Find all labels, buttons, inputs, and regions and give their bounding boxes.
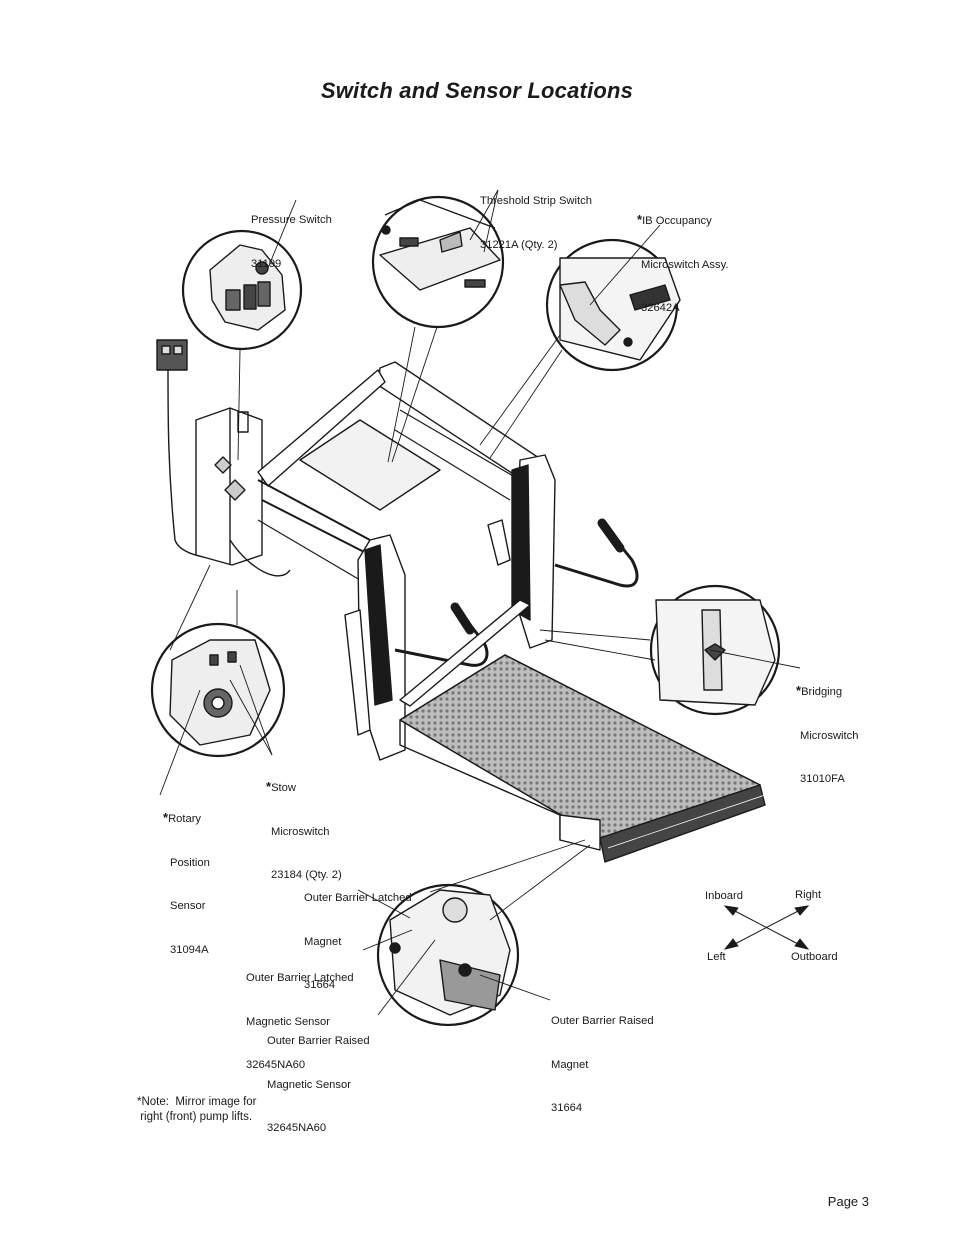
callout-bridging-microswitch: *Bridging Microswitch 31010FA xyxy=(796,683,859,785)
compass-outboard-label: Outboard xyxy=(791,951,838,963)
callout-ob-latched-magnet: Outer Barrier Latched Magnet 31664 xyxy=(304,892,412,991)
callout-ob-raised-sensor: Outer Barrier Raised Magnetic Sensor 326… xyxy=(267,1035,370,1134)
compass-left-label: Left xyxy=(707,951,726,963)
platform xyxy=(399,599,766,863)
callout-threshold-strip-switch: Threshold Strip Switch 31221A (Qty. 2) xyxy=(480,195,592,251)
compass-right-label: Right xyxy=(795,889,822,901)
asterisk-mark: * xyxy=(637,212,643,227)
callout-ib-occupancy: *IB Occupancy Microswitch Assy. 32642A xyxy=(637,212,729,314)
callout-rotary-position-sensor: *Rotary Position Sensor 31094A xyxy=(163,810,210,956)
lift-upper-frame xyxy=(257,361,549,581)
detail-rotary-stow xyxy=(150,622,286,758)
asterisk-mark: * xyxy=(163,810,169,825)
leader-lines xyxy=(159,189,810,1016)
mirror-image-note: *Note: Mirror image for right (front) pu… xyxy=(137,1096,257,1123)
detail-ib-occupancy xyxy=(545,238,681,372)
pump-module xyxy=(195,407,291,577)
page-number: Page 3 xyxy=(827,1194,869,1209)
compass-inboard-label: Inboard xyxy=(705,890,743,902)
asterisk-mark: * xyxy=(796,683,802,698)
asterisk-mark: * xyxy=(266,779,272,794)
callout-pressure-switch: Pressure Switch 31199 xyxy=(251,214,332,270)
page-title: Switch and Sensor Locations xyxy=(320,78,634,103)
detail-threshold-strip xyxy=(371,195,505,329)
callout-stow-microswitch: *Stow Microswitch 23184 (Qty. 2) xyxy=(266,779,342,881)
callout-ob-latched-sensor: Outer Barrier Latched Magnetic Sensor 32… xyxy=(246,972,354,1071)
lift-vertical-arms xyxy=(344,454,556,761)
detail-outer-barrier xyxy=(376,883,520,1027)
detail-bridging xyxy=(649,584,781,716)
callout-ob-raised-magnet: Outer Barrier Raised Magnet 31664 xyxy=(551,1015,654,1114)
